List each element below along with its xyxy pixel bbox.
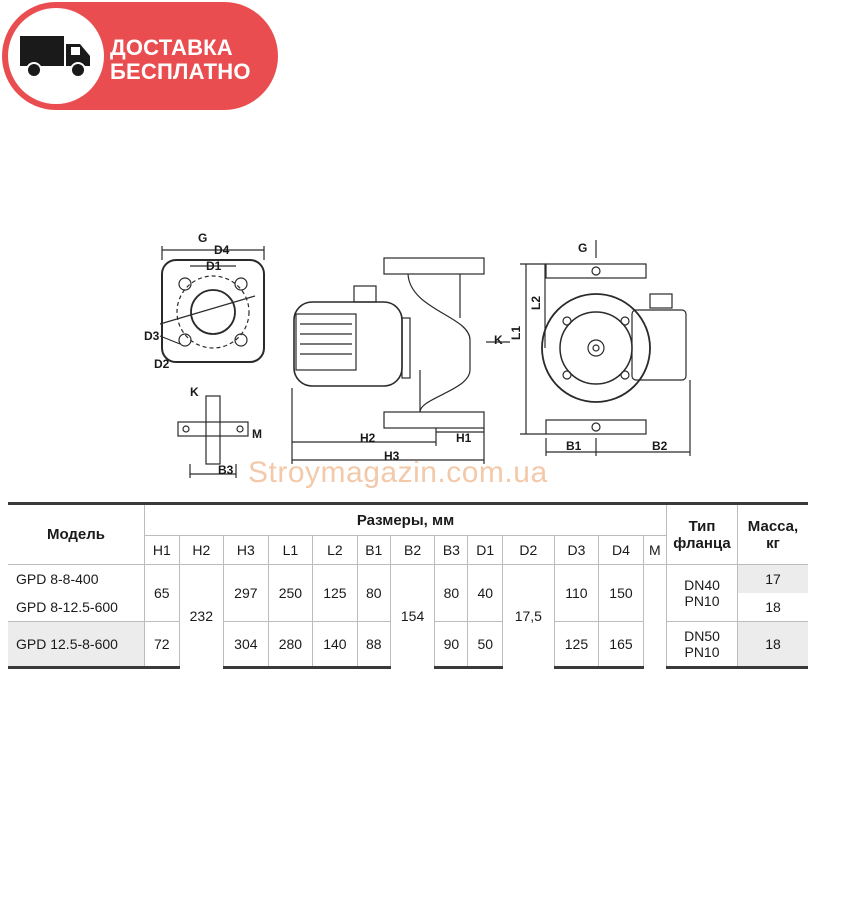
col-H1: H1 [144, 535, 180, 565]
badge-line-2: БЕСПЛАТНО [110, 59, 251, 84]
cross-view [177, 395, 249, 478]
col-D3: D3 [553, 535, 599, 565]
mass-cell: 17 [737, 564, 808, 593]
model-cell: GPD 12.5-8-600 [8, 621, 145, 669]
free-delivery-badge: ДОСТАВКА БЕСПЛАТНО [2, 2, 278, 110]
label-H2: H2 [360, 431, 376, 445]
col-B3: B3 [434, 535, 468, 565]
col-L2: L2 [312, 535, 358, 565]
col-D1: D1 [467, 535, 503, 565]
m-cell [642, 564, 667, 668]
table-row: GPD 8-8-400 65 232 297 250 125 80 154 80… [8, 564, 808, 668]
label-D3: D3 [144, 329, 160, 343]
pump-technical-drawing: G D4 D1 D3 D2 K M B3 K H2 H1 H3 G L1 L2 … [144, 231, 691, 478]
label-D4: D4 [214, 243, 230, 257]
label-G-right: G [578, 241, 587, 255]
header-sizes: Размеры, мм [144, 502, 667, 536]
label-K-right: K [494, 333, 503, 347]
label-G-left: G [198, 231, 207, 245]
table-row: GPD 12.5-8-600 72 304 280 140 88 90 50 1… [8, 621, 808, 669]
model-cell: GPD 8-8-400 [8, 564, 145, 593]
truck-icon [20, 36, 90, 78]
col-B2: B2 [389, 535, 435, 565]
mass-cell: 18 [737, 621, 808, 669]
flange-view [159, 246, 265, 363]
header-model: Модель [8, 502, 145, 565]
label-D2: D2 [154, 357, 170, 371]
label-H3: H3 [384, 449, 400, 463]
flange-cell: DN40 PN10 [666, 564, 738, 622]
model-cell: GPD 8-12.5-600 [16, 599, 118, 615]
label-B1: B1 [566, 439, 582, 453]
col-H2: H2 [178, 535, 224, 565]
label-L1: L1 [509, 326, 523, 340]
label-K-left: K [190, 385, 199, 399]
pump-dimensions-table: Модель Размеры, мм Тип фланца Масса, кг … [8, 502, 808, 669]
flange-cell: DN50 PN10 [666, 621, 738, 669]
header-flange: Тип фланца [666, 502, 738, 565]
badge-line-1: ДОСТАВКА [110, 35, 233, 60]
label-M: M [252, 427, 262, 441]
col-D2: D2 [502, 535, 555, 565]
col-D4: D4 [598, 535, 644, 565]
header-mass: Масса, кг [737, 502, 808, 565]
side-view [291, 257, 510, 464]
col-L1: L1 [267, 535, 313, 565]
label-B3: B3 [218, 463, 234, 477]
label-B2: B2 [652, 439, 668, 453]
label-D1: D1 [206, 259, 222, 273]
label-L2: L2 [529, 296, 543, 310]
mass-cell: 18 [737, 593, 808, 622]
table-row: GPD 8-12.5-600 18 [8, 593, 808, 622]
col-B1: B1 [356, 535, 391, 565]
front-view [520, 240, 691, 456]
label-H1-side: H1 [456, 431, 472, 445]
col-M: M [642, 535, 667, 565]
watermark: Stroymagazin.com.ua [248, 456, 548, 489]
col-H3: H3 [223, 535, 269, 565]
